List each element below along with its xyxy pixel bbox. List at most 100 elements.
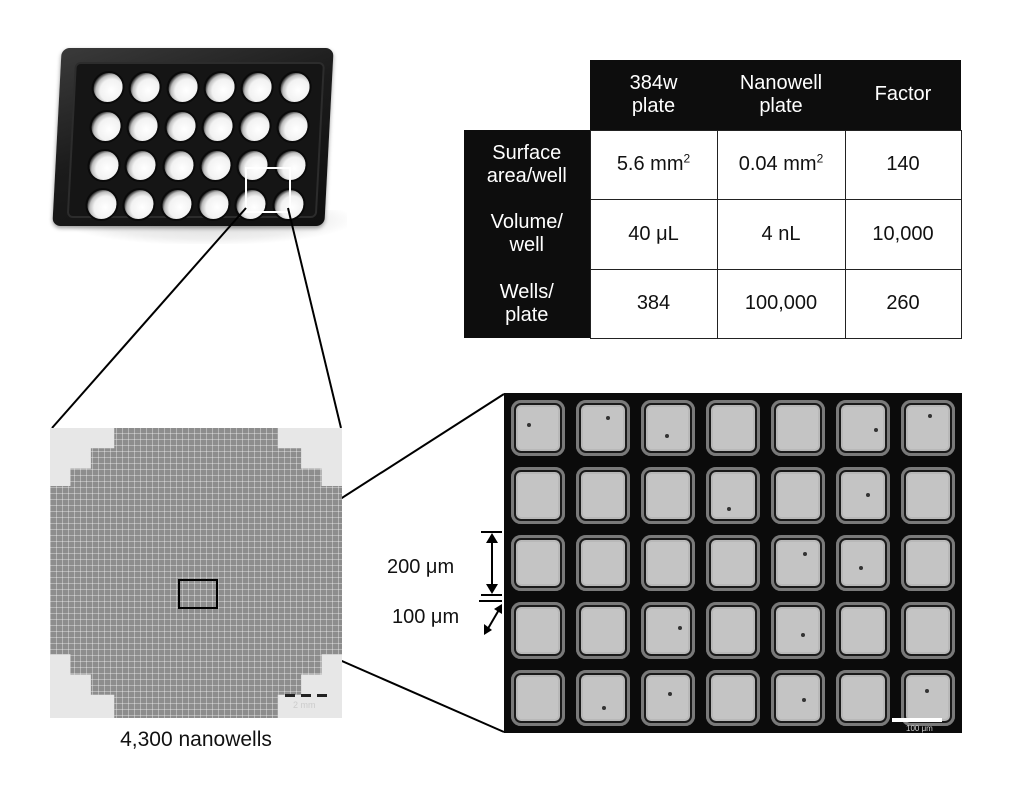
table-row: Volume/ well 40 μL 4 nL 10,000 xyxy=(464,198,962,270)
header-nanowell-line2: plate xyxy=(759,94,803,117)
wafer-caption: 4,300 nanowells xyxy=(120,728,272,751)
row-label-line1: Wells/ xyxy=(499,280,554,303)
wafer-scale-label: 2 mm xyxy=(293,700,316,710)
dim200-arrowhead-down xyxy=(486,584,498,594)
dimension-label-200um: 200 μm xyxy=(387,556,455,578)
cell-superscript: 2 xyxy=(816,151,824,166)
plate-well xyxy=(198,149,234,182)
table-row: Wells/ plate 384 100,000 260 xyxy=(464,268,962,339)
plate-well xyxy=(88,110,124,143)
cell-384-wells: 384 xyxy=(589,268,718,339)
cell-dot xyxy=(803,551,808,556)
cell-superscript: 2 xyxy=(683,151,691,166)
plate-well xyxy=(202,71,238,104)
micrograph-scale-label: 100 μm xyxy=(906,724,933,733)
header-nanowell-plate: Nanowell plate xyxy=(717,60,845,130)
plate-well xyxy=(128,71,163,104)
header-nanowell-line1: Nanowell xyxy=(739,71,823,94)
nanowell xyxy=(576,467,630,524)
nanowell xyxy=(901,534,955,592)
cell-dot xyxy=(928,414,932,419)
plate-well xyxy=(163,110,199,143)
plate-well xyxy=(277,71,313,104)
nanowell xyxy=(641,467,695,524)
cell-factor-surface-area: 140 xyxy=(844,129,962,200)
nanowell xyxy=(641,669,695,726)
cell-dot xyxy=(873,428,878,433)
cell-dot xyxy=(924,689,929,694)
plate-well xyxy=(238,110,273,143)
plate-body xyxy=(52,48,334,226)
micrograph-scale-bar xyxy=(892,718,942,722)
nanowell xyxy=(641,400,695,457)
cell-dot xyxy=(665,433,670,438)
table-header-row: 384w plate Nanowell plate Factor xyxy=(464,60,961,130)
plate-well xyxy=(124,149,159,182)
dim200-arrowhead-up xyxy=(486,533,498,543)
nanowell xyxy=(706,669,760,726)
plate-well xyxy=(240,71,275,104)
cell-dot xyxy=(726,506,731,511)
row-label-surface-area: Surface area/well xyxy=(464,130,590,199)
cell-384-volume: 40 μL xyxy=(589,198,718,270)
plate-well xyxy=(161,149,197,182)
row-label-line1: Volume/ xyxy=(490,211,563,233)
wafer-zoom-box xyxy=(178,579,218,609)
cell-dot xyxy=(601,706,606,711)
comparison-table: 384w plate Nanowell plate Factor Surface… xyxy=(464,60,962,339)
cell-factor-volume: 10,000 xyxy=(844,198,962,270)
nanowell xyxy=(706,400,760,457)
plate-well xyxy=(90,71,126,104)
nanowell xyxy=(901,400,955,457)
cell-factor-wells: 260 xyxy=(844,268,962,339)
dim100-arrow xyxy=(485,607,501,633)
nanowell xyxy=(836,534,890,592)
plate-well xyxy=(165,71,201,104)
nanowell xyxy=(641,602,695,659)
nanowell xyxy=(576,400,630,457)
header-384w-line1: 384w xyxy=(629,71,678,94)
cell-dot xyxy=(527,422,532,427)
table-corner xyxy=(464,60,590,130)
cell-nanowell-volume: 4 nL xyxy=(716,198,846,270)
plate-zoom-box xyxy=(245,167,291,213)
nanowell xyxy=(511,467,565,524)
nanowell xyxy=(771,467,825,524)
cell-nanowell-wells: 100,000 xyxy=(716,268,846,339)
plate-well xyxy=(196,188,232,221)
row-label-line2: area/well xyxy=(486,164,567,187)
nanowell xyxy=(836,400,890,457)
cell-value: 5.6 mm xyxy=(616,153,684,175)
row-label-line2: well xyxy=(509,234,544,256)
header-factor: Factor xyxy=(845,60,961,130)
cell-384-surface-area: 5.6 mm2 xyxy=(589,129,718,200)
plate-well xyxy=(84,188,120,221)
nanowell xyxy=(576,669,630,726)
nanowell xyxy=(771,602,825,659)
nanowell xyxy=(641,534,695,592)
cell-dot xyxy=(802,697,807,702)
nanowell xyxy=(771,400,825,457)
row-label-line1: Surface xyxy=(492,141,562,164)
nanowell xyxy=(706,534,760,592)
nanowell xyxy=(836,602,890,659)
nanowell-wafer-image xyxy=(50,428,342,718)
nanowell xyxy=(836,467,890,524)
nanowell xyxy=(576,534,630,592)
dimension-label-100um: 100 μm xyxy=(392,606,460,628)
cell-dot xyxy=(677,625,682,630)
nanowell xyxy=(901,467,955,524)
header-384w-line2: plate xyxy=(631,94,676,117)
plate-well xyxy=(122,188,157,221)
row-label-line2: plate xyxy=(505,303,549,326)
wafer-scale-bar xyxy=(285,694,333,697)
row-label-volume: Volume/ well xyxy=(464,199,590,269)
nanowell xyxy=(901,669,955,726)
header-factor-label: Factor xyxy=(874,83,932,106)
plate-well xyxy=(126,110,161,143)
dim100-arrowhead-down xyxy=(484,624,492,635)
plate-well xyxy=(159,188,195,221)
nanowell xyxy=(706,602,760,659)
nanowell xyxy=(576,602,630,659)
row-label-wells: Wells/ plate xyxy=(464,269,590,338)
